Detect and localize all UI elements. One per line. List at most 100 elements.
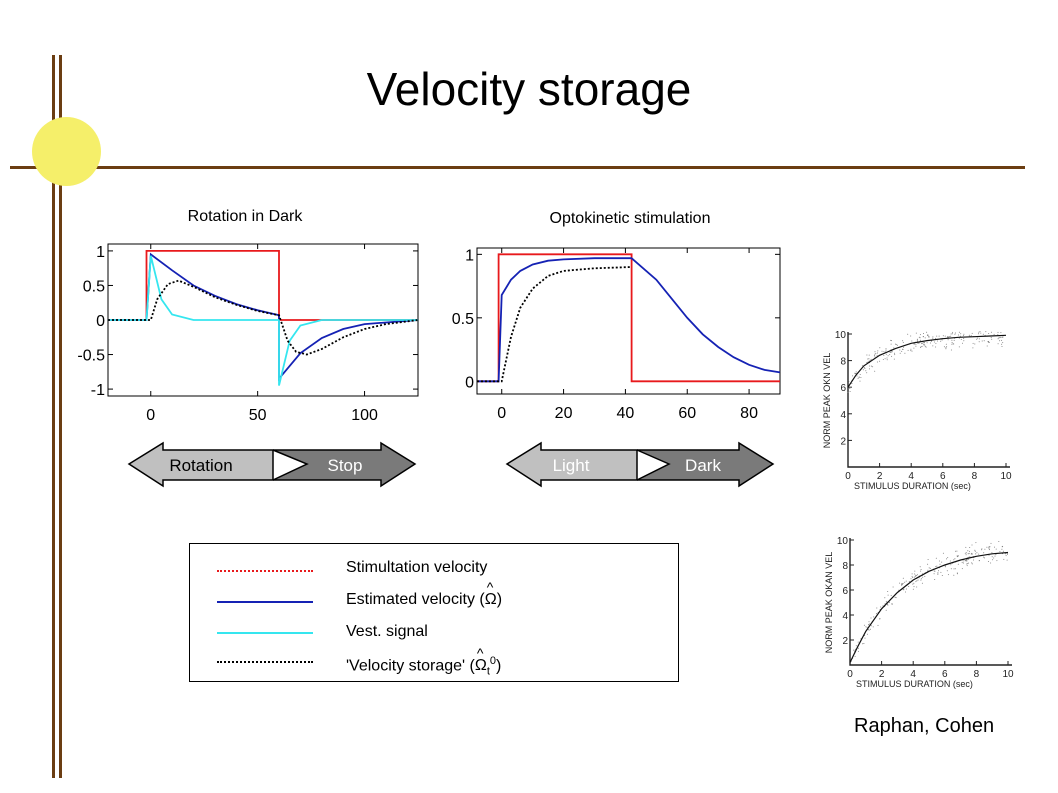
frame-bar-left xyxy=(52,55,55,778)
scatter-point xyxy=(940,571,942,573)
scatter-point xyxy=(984,548,986,550)
scatter-fit-curve xyxy=(849,551,1009,663)
scatter-point xyxy=(896,344,898,346)
scatter-point xyxy=(921,345,923,347)
scatter-point xyxy=(961,562,963,564)
scatter-point xyxy=(913,586,915,588)
scatter-point xyxy=(858,376,860,378)
scatter-point xyxy=(922,576,924,578)
scatter-point xyxy=(976,338,978,340)
scatter-point xyxy=(965,554,967,556)
scatter-point xyxy=(976,552,978,554)
scatter-point xyxy=(891,355,893,357)
scatter-point xyxy=(874,353,876,355)
scatter-point xyxy=(854,650,855,652)
scatter-point xyxy=(966,560,968,562)
series-vestibular-line xyxy=(108,255,418,386)
scatter-point xyxy=(971,553,973,555)
scatter-point xyxy=(913,582,915,584)
scatter-point xyxy=(924,337,926,339)
arrow-stop xyxy=(272,441,417,488)
scatter-point xyxy=(912,577,914,578)
scatter-point xyxy=(971,332,973,334)
scatter-point xyxy=(958,346,960,348)
scatter-point xyxy=(916,338,918,340)
scatter-point xyxy=(958,331,960,333)
scatter-point xyxy=(895,343,897,345)
scatter-point xyxy=(919,334,921,336)
scatter-point xyxy=(893,347,895,349)
scatter-point xyxy=(923,343,924,345)
scatter-point xyxy=(894,354,896,356)
scatter-point xyxy=(890,343,892,345)
scatter-point xyxy=(998,337,1000,339)
scatter-point xyxy=(925,346,927,348)
scatter-point xyxy=(988,548,990,550)
scatter-point xyxy=(970,552,972,554)
scatter-point xyxy=(974,343,976,345)
scatter-point xyxy=(850,386,852,388)
scatter-point xyxy=(926,342,928,344)
scatter-point xyxy=(866,372,868,374)
scatter-point xyxy=(995,554,997,556)
scatter-point xyxy=(911,575,913,577)
scatter-point xyxy=(924,343,926,345)
scatter-point xyxy=(967,553,969,555)
scatter-point xyxy=(957,555,959,557)
scatter-point xyxy=(954,332,956,334)
scatter-point xyxy=(938,570,939,572)
scatter-point xyxy=(990,562,992,564)
scatter-point xyxy=(971,544,973,546)
scatter-point xyxy=(901,584,903,586)
scatter-point xyxy=(1007,553,1008,555)
scatter-point xyxy=(1002,336,1004,338)
scatter-y-tick-label: 2 xyxy=(842,636,848,647)
scatter-point xyxy=(975,542,977,544)
scatter-point xyxy=(902,348,904,350)
scatter-point xyxy=(866,633,868,635)
scatter-point xyxy=(874,351,876,353)
scatter-point xyxy=(915,581,917,583)
scatter-point xyxy=(927,569,929,571)
scatter-point xyxy=(854,372,856,374)
scatter-point xyxy=(986,345,988,347)
scatter-point xyxy=(937,340,938,342)
scatter-y-tick-label: 8 xyxy=(840,357,846,368)
scatter-point xyxy=(885,348,887,350)
scatter-x-tick-label: 0 xyxy=(847,669,853,680)
scatter-point xyxy=(856,375,858,377)
scatter-point xyxy=(967,550,969,552)
scatter-point xyxy=(879,618,881,620)
scatter-point xyxy=(950,333,952,335)
scatter-point xyxy=(884,603,886,605)
scatter-point xyxy=(854,648,856,650)
scatter-point xyxy=(891,603,893,605)
scatter-point xyxy=(882,605,884,607)
x-tick-label: 50 xyxy=(249,407,267,424)
scatter-point xyxy=(962,342,963,344)
scatter-point xyxy=(894,596,896,598)
scatter-point xyxy=(933,573,935,575)
series-estimated-line xyxy=(108,252,419,382)
scatter-point xyxy=(928,335,930,337)
scatter-point xyxy=(932,336,934,338)
scatter-point xyxy=(911,350,913,352)
scatter-point xyxy=(868,360,870,362)
scatter-point xyxy=(998,541,1000,542)
omega-hat-storage: ^ xyxy=(476,645,484,662)
scatter-point xyxy=(867,358,869,360)
scatter-y-tick-label: 6 xyxy=(842,586,848,597)
scatter-point xyxy=(952,343,954,345)
scatter-point xyxy=(959,335,961,337)
scatter-point xyxy=(870,628,871,630)
scatter-point xyxy=(964,552,966,554)
legend-line-estimated xyxy=(217,601,313,603)
scatter-point xyxy=(953,568,955,570)
scatter-point xyxy=(929,342,931,344)
scatter-point xyxy=(975,553,977,555)
scatter-point xyxy=(938,560,940,562)
scatter-point xyxy=(990,331,992,333)
scatter-point xyxy=(950,568,952,570)
scatter-point xyxy=(991,338,993,340)
